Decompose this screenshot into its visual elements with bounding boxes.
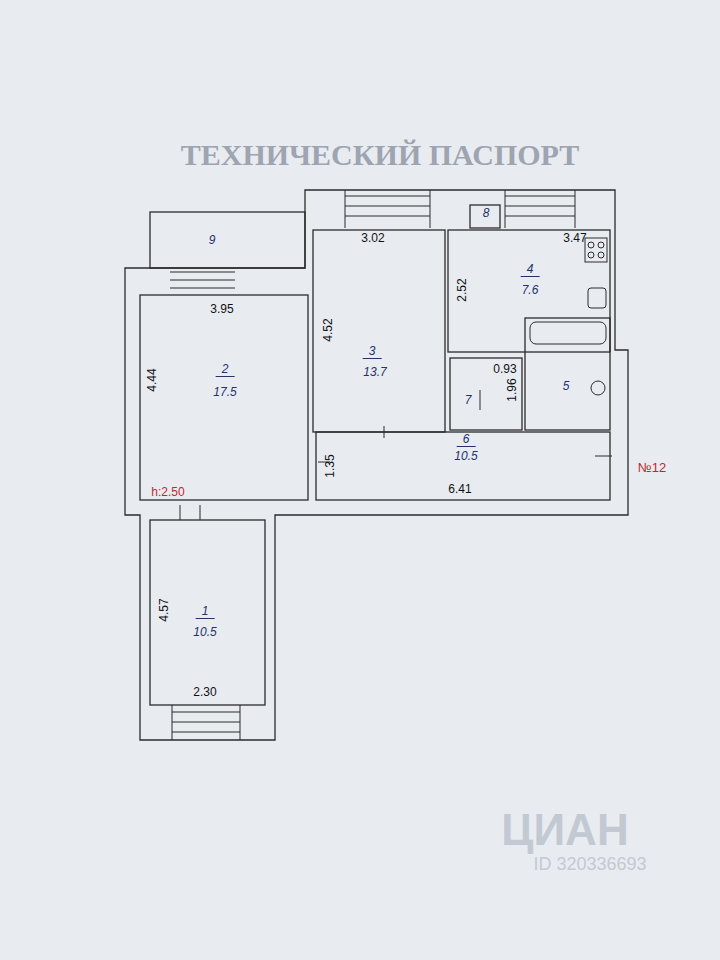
dimension: 1.35 — [324, 454, 336, 477]
dimension: 3.95 — [210, 303, 233, 315]
room: 5 — [525, 318, 610, 430]
room-number: 9 — [209, 234, 216, 246]
fixtures — [180, 238, 612, 520]
page-title: ТЕХНИЧЕСКИЙ ПАСПОРТ — [181, 140, 580, 170]
room-number: 8 — [483, 207, 490, 219]
room-area: 10.5 — [193, 626, 216, 638]
room-number: 4 — [521, 263, 540, 277]
room-area: 7.6 — [522, 284, 539, 296]
dimension: 4.57 — [158, 598, 170, 621]
dimension: 2.52 — [456, 278, 468, 301]
room-outline — [313, 230, 445, 432]
watermark: ЦИАН — [501, 808, 628, 852]
room-outline — [316, 432, 610, 500]
room: 217.5 — [140, 295, 308, 500]
room-outline — [525, 318, 610, 430]
window-symbols — [170, 190, 575, 740]
room-outline — [150, 520, 265, 705]
dimension: 1.96 — [506, 378, 518, 401]
room-outline — [140, 295, 308, 500]
vent-shaft — [470, 205, 500, 228]
dimension: 2.30 — [193, 686, 216, 698]
ceiling-height: h:2.50 — [151, 486, 184, 498]
room-number: 7 — [465, 394, 472, 406]
room-number: 6 — [457, 433, 476, 447]
room-outline — [448, 230, 610, 352]
room-outline — [450, 358, 522, 430]
room-area: 13.7 — [363, 366, 386, 378]
room-number: 1 — [196, 605, 215, 619]
dimension: 6.41 — [448, 483, 471, 495]
room: 8 — [470, 205, 500, 228]
room-area: 10.5 — [454, 450, 477, 462]
dimension: 0.93 — [493, 363, 516, 375]
dimension: 4.52 — [322, 318, 334, 341]
room: 47.6 — [448, 230, 610, 352]
dimension: 3.02 — [361, 232, 384, 244]
balcony-outline — [150, 212, 305, 268]
room-number: 5 — [563, 380, 570, 392]
room-number: 3 — [363, 345, 382, 359]
apartment-number: №12 — [638, 461, 666, 474]
dimension: 3.47 — [563, 232, 586, 244]
watermark-id: ID 320336693 — [533, 855, 646, 873]
outer-wall — [125, 190, 628, 740]
room-area: 17.5 — [213, 386, 236, 398]
room-number: 2 — [216, 363, 235, 377]
dimension: 4.44 — [146, 368, 158, 391]
room: 9 — [150, 212, 305, 268]
